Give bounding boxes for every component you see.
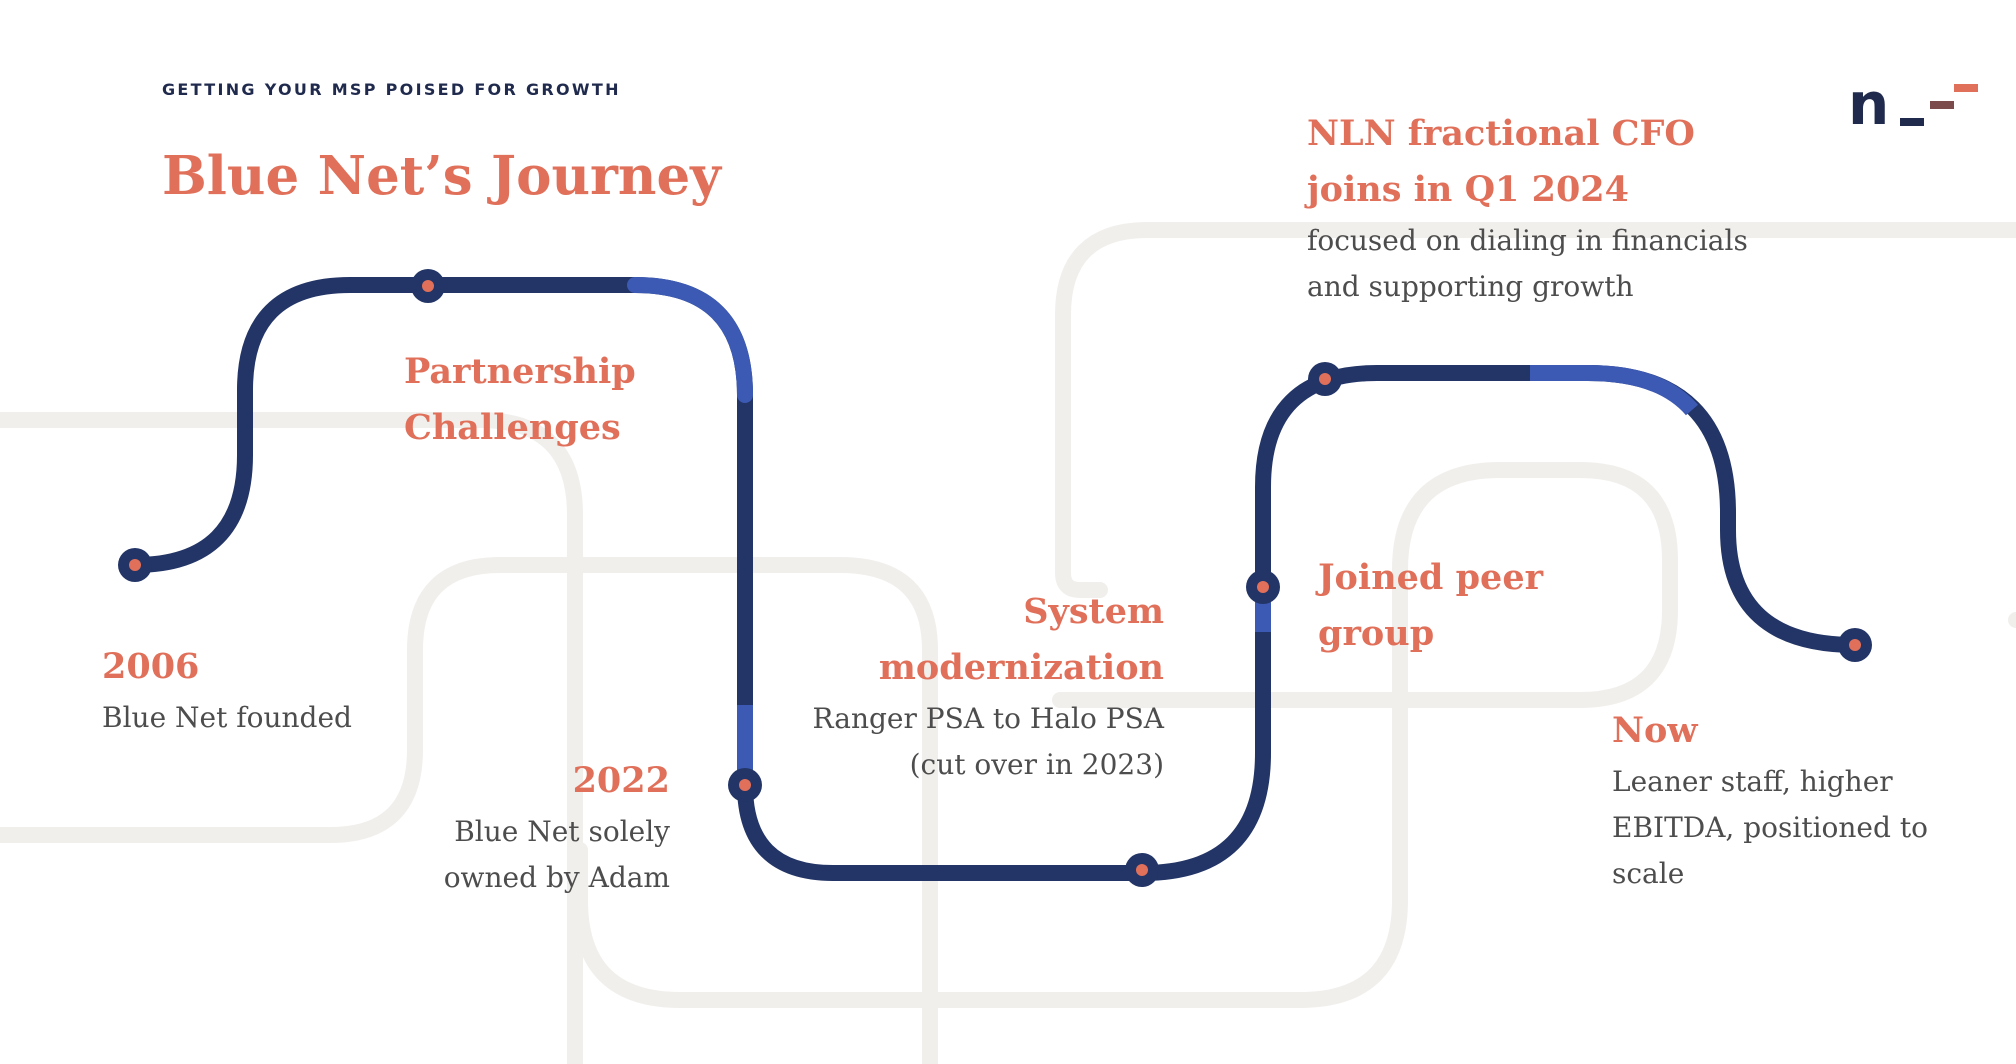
milestone-peer: Joined peer group — [1318, 550, 1543, 662]
milestone-partnership-heading-line-1: Partnership — [404, 351, 636, 392]
milestone-peer-heading-line-2: group — [1318, 613, 1435, 654]
milestone-dot-founded — [118, 548, 152, 582]
milestone-cfo-description-line-2: and supporting growth — [1307, 270, 1634, 303]
logo-letter: n — [1848, 80, 1889, 130]
milestone-now-description-line-3: scale — [1612, 857, 1685, 890]
milestone-peer-heading-line-1: Joined peer — [1318, 557, 1544, 598]
page-title: Blue Net’s Journey — [162, 145, 721, 207]
milestone-founded: 2006 Blue Net founded — [102, 639, 352, 741]
nln-logo-icon: n — [1848, 80, 1978, 130]
background-lines — [0, 222, 2016, 1064]
eyebrow-text: GETTING YOUR MSP POISED FOR GROWTH — [162, 80, 621, 99]
milestone-owned-description-line-2: owned by Adam — [443, 861, 670, 894]
milestone-cfo-heading-line-1: NLN fractional CFO — [1307, 113, 1695, 154]
milestone-cfo: NLN fractional CFO joins in Q1 2024 focu… — [1307, 106, 1748, 310]
milestone-partnership-heading-line-2: Challenges — [404, 407, 621, 448]
milestone-system: System modernization Ranger PSA to Halo … — [780, 584, 1164, 788]
milestone-now: Now Leaner staff, higher EBITDA, positio… — [1612, 703, 1928, 897]
milestone-founded-heading: 2006 — [102, 646, 200, 687]
milestone-system-heading-line-2: modernization — [878, 647, 1164, 688]
milestone-now-heading: Now — [1612, 710, 1698, 751]
milestone-owned-heading: 2022 — [572, 760, 670, 801]
milestone-owned: 2022 Blue Net solely owned by Adam — [394, 753, 670, 901]
milestone-owned-description-line-1: Blue Net solely — [454, 815, 670, 848]
milestone-cfo-heading-line-2: joins in Q1 2024 — [1307, 169, 1630, 210]
milestone-now-description-line-2: EBITDA, positioned to — [1612, 811, 1928, 844]
milestone-dot-now — [1838, 628, 1872, 662]
milestone-system-description-line-2: (cut over in 2023) — [909, 748, 1164, 781]
journey-path-highlight-4 — [1530, 365, 1699, 416]
milestone-dot-owned — [728, 768, 762, 802]
milestone-cfo-description-line-1: focused on dialing in financials — [1307, 224, 1748, 257]
milestone-dot-cfo — [1308, 362, 1342, 396]
milestone-now-description-line-1: Leaner staff, higher — [1612, 765, 1893, 798]
milestone-dot-partnership — [411, 269, 445, 303]
milestone-system-description-line-1: Ranger PSA to Halo PSA — [812, 702, 1164, 735]
milestone-system-heading-line-1: System — [1023, 591, 1164, 632]
milestone-dot-peer — [1246, 570, 1280, 604]
milestone-partnership: Partnership Challenges — [404, 344, 636, 456]
journey-path-highlight-1 — [627, 277, 753, 403]
milestone-founded-description: Blue Net founded — [102, 701, 352, 734]
milestone-dot-system — [1125, 853, 1159, 887]
